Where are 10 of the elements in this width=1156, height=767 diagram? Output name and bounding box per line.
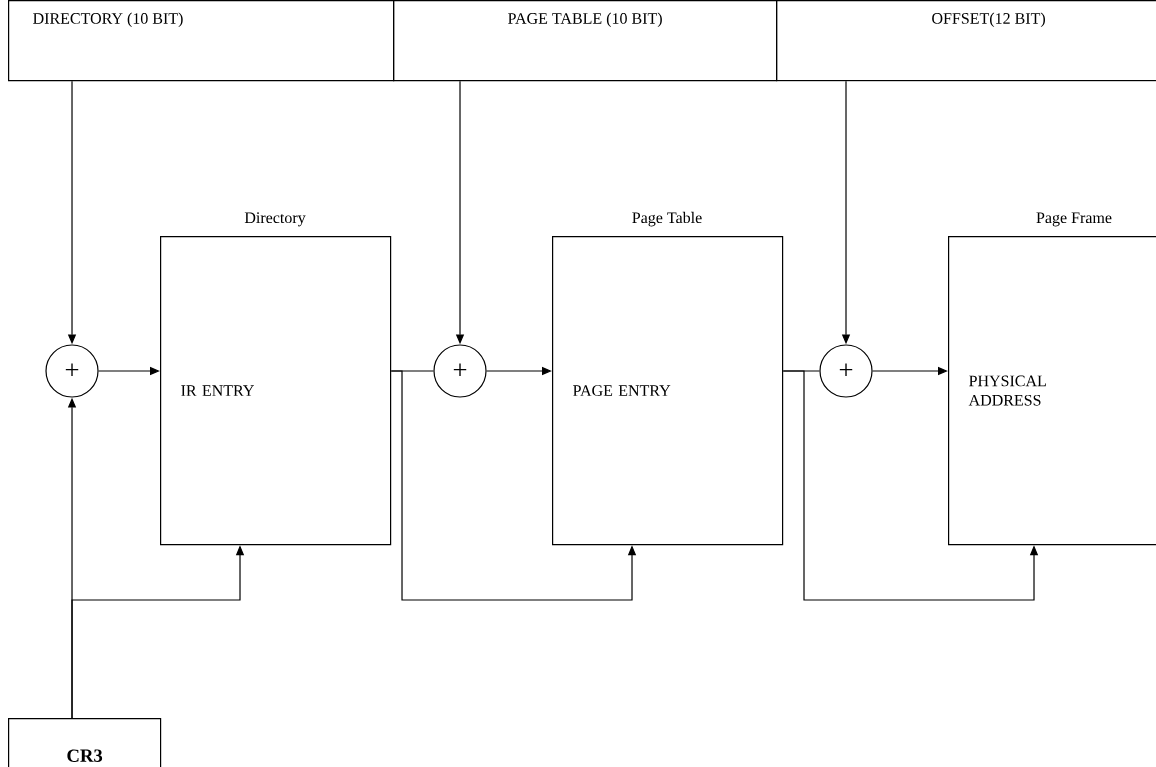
table-heading: Page Table [632,211,702,227]
address-field: DIRECTORY (10 BIT) [8,0,395,82]
table-box: PAGE ENTRY [552,236,784,546]
table-heading: Page Frame [1036,212,1112,227]
address-field: PAGE TABLE (10 BIT) [393,0,778,82]
table-box: PHYSICAL ADDRESS [948,236,1156,546]
register-box: CR3 [8,718,162,767]
table-box: IR ENTRY [160,236,392,546]
table-heading: Directory [244,212,306,227]
address-field: OFFSET(12 BIT) [776,0,1156,82]
